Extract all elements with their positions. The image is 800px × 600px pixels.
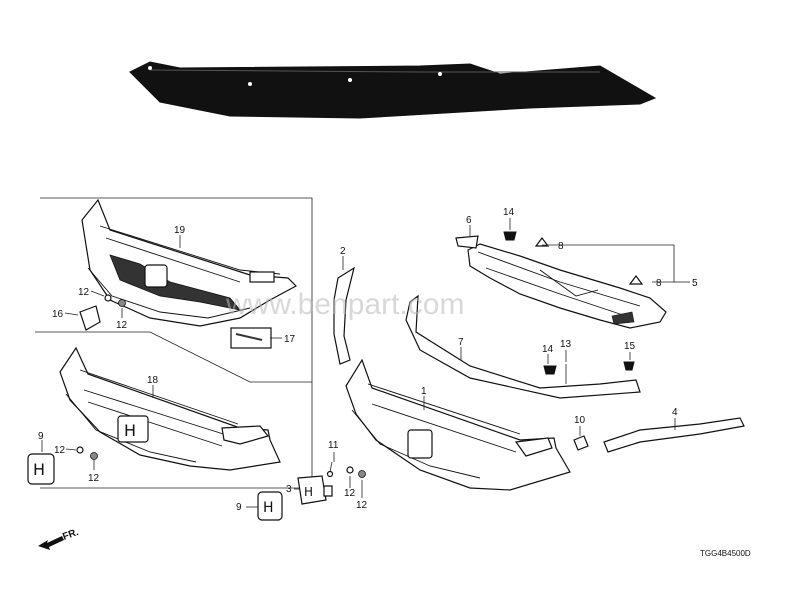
callout-3: 3 bbox=[286, 484, 292, 495]
garnish-4-part bbox=[603, 417, 745, 453]
upper-cover-5-part bbox=[467, 243, 667, 329]
callout-4: 4 bbox=[672, 407, 678, 418]
callout-5: 5 bbox=[692, 278, 698, 289]
callout-16: 16 bbox=[52, 309, 64, 320]
label-6-part bbox=[455, 235, 479, 249]
callout-12: 12 bbox=[88, 473, 100, 484]
svg-text:H: H bbox=[263, 500, 274, 516]
callout-13: 13 bbox=[560, 339, 572, 350]
emblem-3-part: H bbox=[297, 475, 333, 505]
side-strip-2-part bbox=[333, 266, 355, 365]
callout-12: 12 bbox=[116, 320, 128, 331]
watermark: www.benpart.com bbox=[225, 288, 464, 321]
callout-14: 14 bbox=[503, 207, 515, 218]
left-frame-lines bbox=[35, 197, 313, 489]
diagram-code: TGG4B4500D bbox=[700, 549, 751, 558]
sticker-17-part bbox=[230, 327, 272, 349]
emblem-plate-16-part bbox=[79, 305, 101, 331]
callout-19: 19 bbox=[174, 225, 186, 236]
callout-1: 1 bbox=[421, 386, 427, 397]
callout-15: 15 bbox=[624, 341, 636, 352]
callout-11: 11 bbox=[328, 440, 339, 451]
svg-text:H: H bbox=[304, 485, 313, 499]
clip-12-lower-left-part bbox=[76, 446, 98, 460]
clip-8-a-part bbox=[534, 237, 550, 247]
clip-14-lower-part bbox=[543, 365, 557, 375]
callout-12: 12 bbox=[344, 488, 356, 499]
clip-11-part bbox=[326, 461, 334, 478]
bracket-10-part bbox=[573, 435, 589, 451]
callout-18: 18 bbox=[147, 375, 159, 386]
grille-1-part bbox=[345, 358, 571, 491]
upper-beam-part bbox=[129, 61, 657, 119]
svg-text:H: H bbox=[124, 421, 136, 440]
callout-8: 8 bbox=[656, 278, 662, 289]
callout-6: 6 bbox=[466, 215, 472, 226]
callout-10: 10 bbox=[574, 415, 586, 426]
callout-9: 9 bbox=[236, 502, 242, 513]
callout-8: 8 bbox=[558, 241, 564, 252]
callout-12: 12 bbox=[356, 500, 368, 511]
arrow-icon bbox=[38, 536, 64, 550]
clip-8-b-part bbox=[628, 275, 644, 285]
callout-12: 12 bbox=[78, 287, 90, 298]
clip-15-part bbox=[623, 361, 635, 371]
grille-19-part bbox=[81, 198, 297, 327]
svg-text:H: H bbox=[33, 460, 45, 479]
grille-18-part: H bbox=[59, 346, 281, 471]
emblem-9-lower-part: H bbox=[257, 491, 283, 521]
direction-label: FR. bbox=[61, 527, 80, 543]
emblem-9-left-part: H bbox=[27, 453, 55, 485]
clip-12-upper-part bbox=[104, 294, 126, 307]
front-direction-indicator: FR. bbox=[38, 527, 80, 550]
clip-12-center-part bbox=[346, 466, 366, 478]
callout-7: 7 bbox=[458, 337, 464, 348]
callout-12: 12 bbox=[54, 445, 66, 456]
clip-14-upper-part bbox=[503, 231, 517, 241]
callout-17: 17 bbox=[284, 334, 296, 345]
callout-labels: 19 12 12 16 17 18 9 12 12 2 6 14 8 8 5 7… bbox=[38, 207, 698, 513]
leader-lines bbox=[41, 218, 690, 508]
callout-14: 14 bbox=[542, 344, 554, 355]
molding-7-part bbox=[405, 294, 641, 399]
callout-2: 2 bbox=[340, 246, 346, 257]
callout-9: 9 bbox=[38, 431, 44, 442]
